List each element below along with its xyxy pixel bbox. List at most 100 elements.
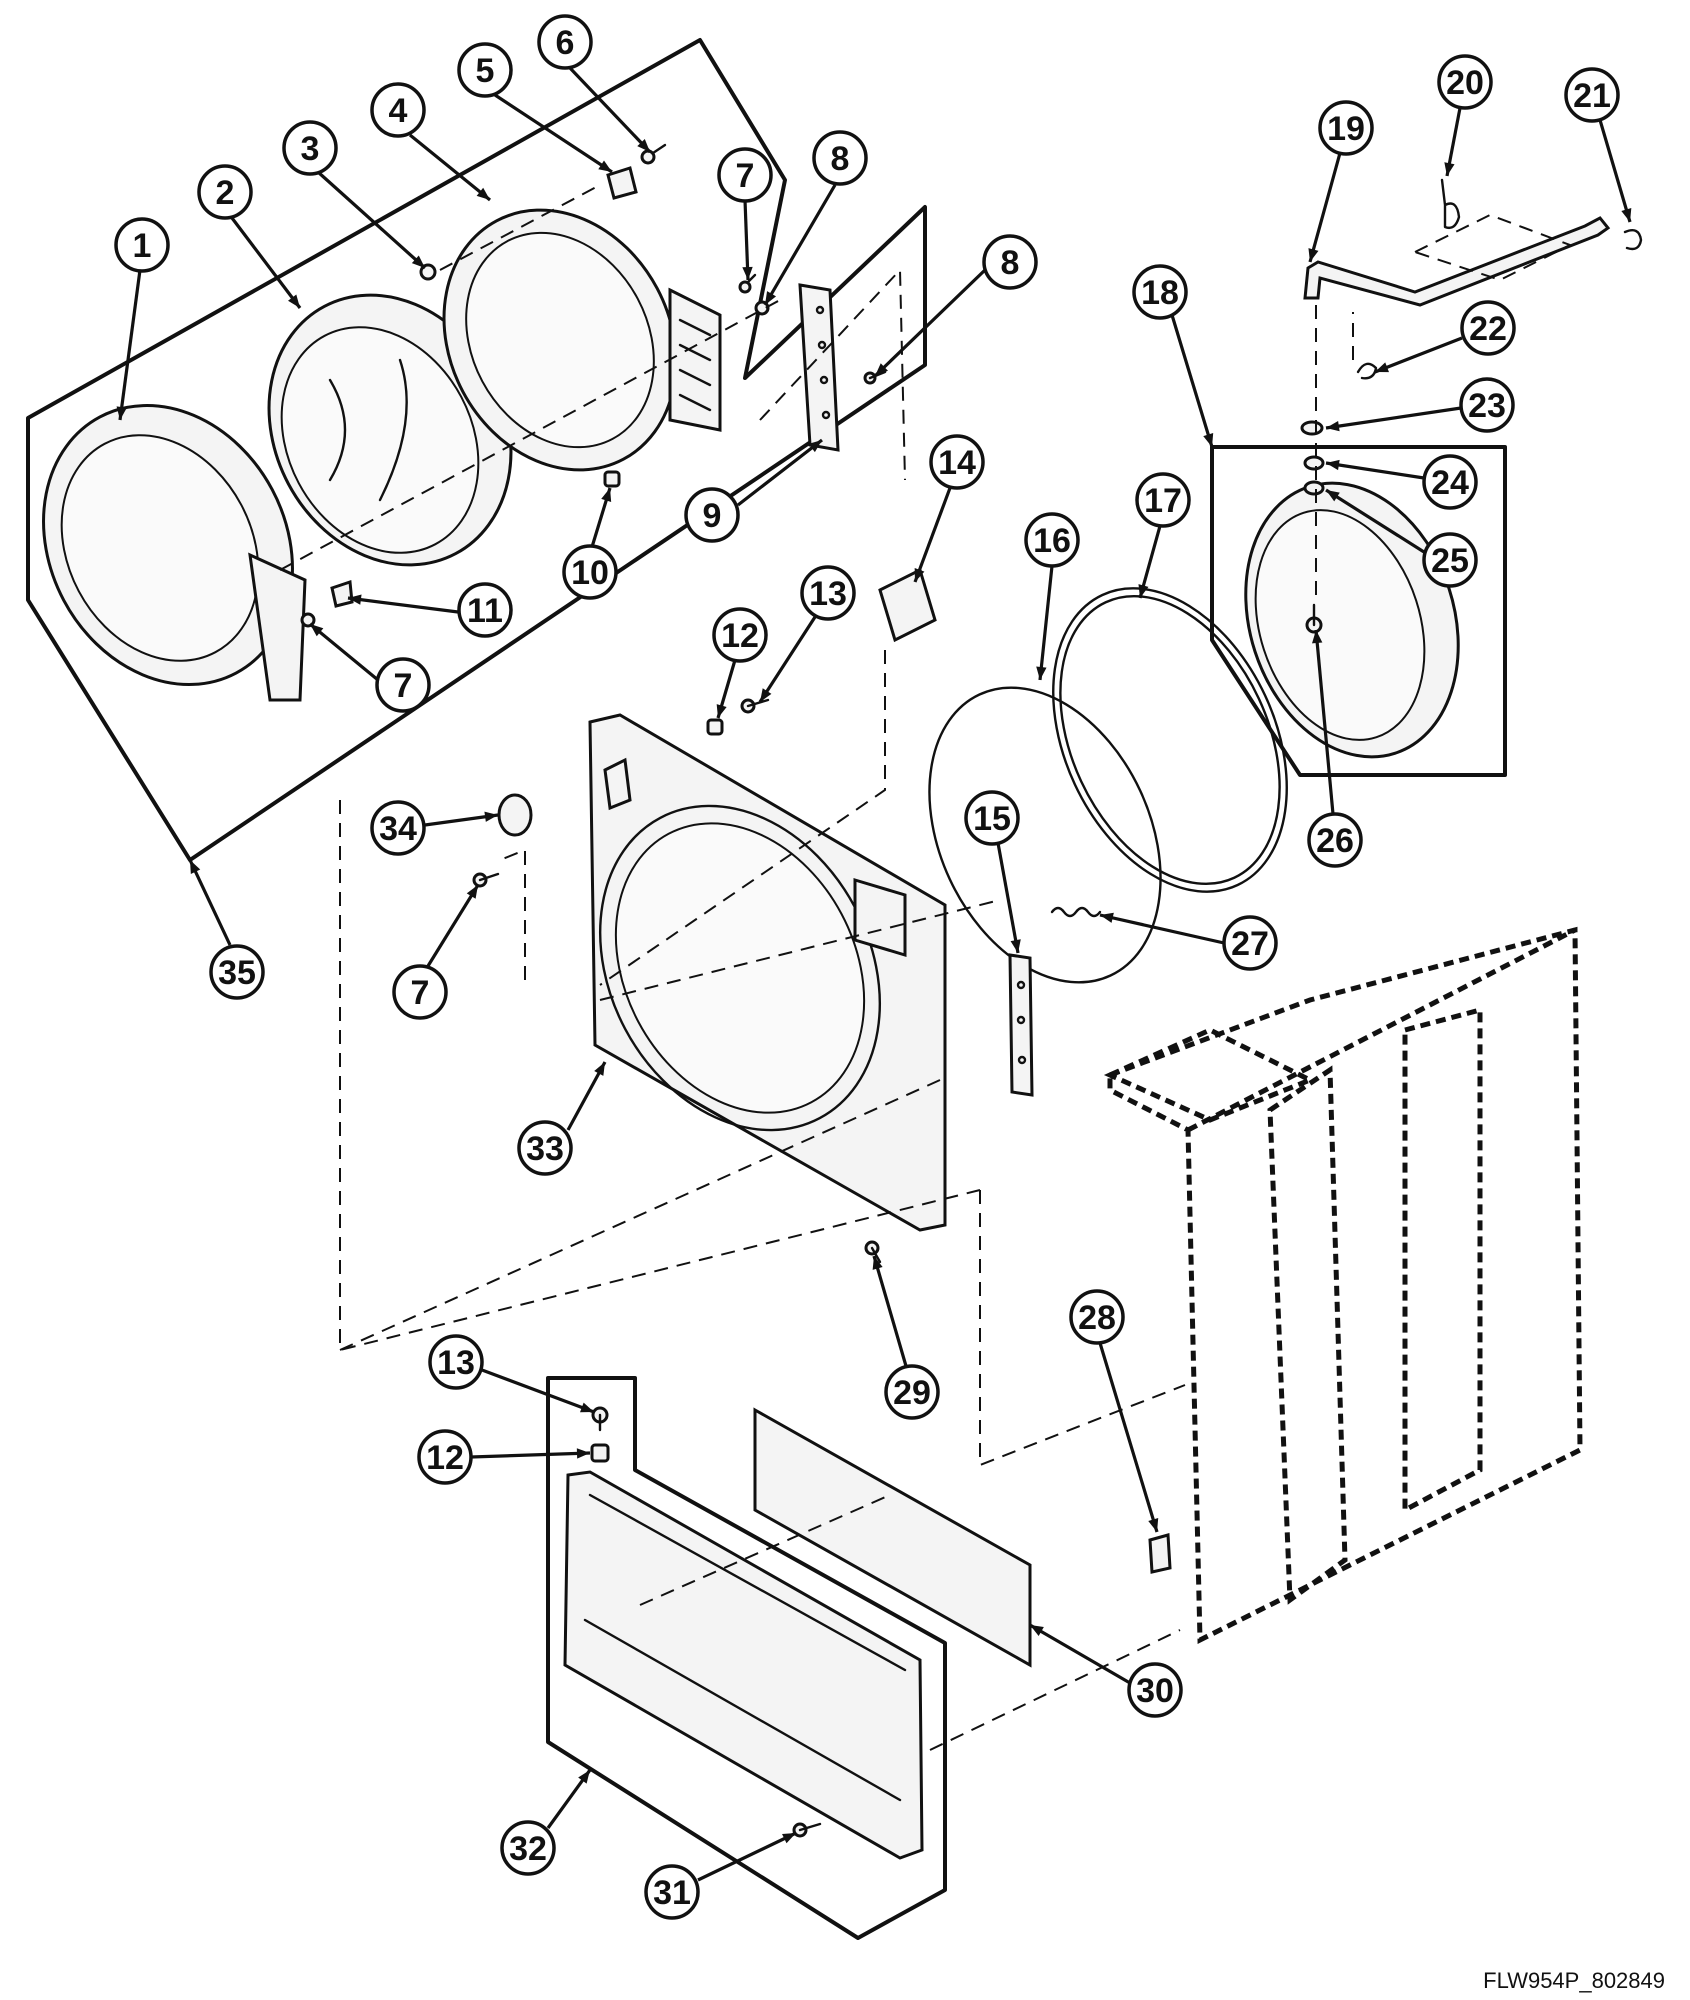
- callout-circle: [370, 82, 426, 138]
- assembly-guide: [279, 299, 781, 571]
- door-trim-ring: [42, 404, 307, 702]
- callout-24: 24: [1422, 454, 1478, 510]
- strike-plate: [1008, 953, 1034, 1097]
- callout-20: 20: [1437, 54, 1493, 110]
- callout-8: 8: [982, 234, 1038, 290]
- callout-circle: [712, 607, 768, 663]
- callout-15: 15: [964, 790, 1020, 846]
- callout-number: 1: [133, 227, 152, 265]
- callout-arrowhead: [288, 294, 300, 308]
- callout-circle: [392, 964, 448, 1020]
- callout-circle: [1422, 532, 1478, 588]
- callout-21: 21: [1564, 67, 1620, 123]
- door-switch-part: [878, 567, 937, 643]
- callout-leader-13: [758, 616, 817, 703]
- callout-circle: [417, 1429, 473, 1485]
- assembly-guide: [759, 267, 906, 481]
- callout-leader-15: [996, 842, 1020, 954]
- callout-circle: [800, 565, 856, 621]
- callout-leader-8: [873, 268, 987, 378]
- callout-number: 21: [1573, 77, 1611, 115]
- callout-circle: [1135, 472, 1191, 528]
- callout-circle: [644, 1864, 700, 1920]
- callout-number: 13: [809, 575, 847, 613]
- callout-number: 33: [526, 1130, 564, 1168]
- callout-leader-9: [737, 438, 823, 507]
- screw-part: [591, 1406, 609, 1432]
- callout-10: 10: [562, 544, 618, 600]
- callout-leader-14: [913, 487, 952, 583]
- callout-18: 18: [1132, 264, 1188, 320]
- tub-bellow: [1244, 481, 1460, 759]
- callout-arrowhead: [411, 255, 425, 268]
- callout-leader-4: [408, 133, 492, 202]
- assembly-guide: [339, 800, 981, 1352]
- callout-arrowhead: [637, 139, 650, 152]
- callout-arrowhead: [716, 704, 727, 718]
- callout-12: 12: [417, 1429, 473, 1485]
- screw-part: [792, 1822, 822, 1838]
- callout-arrowhead: [310, 624, 324, 637]
- callout-17: 17: [1135, 472, 1191, 528]
- callout-circle: [537, 14, 593, 70]
- hose-clamp-part: [1356, 362, 1378, 380]
- callout-7: 7: [375, 657, 431, 713]
- callout-8: 8: [812, 130, 868, 186]
- callout-number: 9: [703, 497, 722, 535]
- callout-circle: [457, 42, 513, 98]
- callout-16: 16: [1024, 512, 1080, 568]
- callout-circle: [1069, 1289, 1125, 1345]
- callout-22: 22: [1460, 300, 1516, 356]
- callout-9: 9: [684, 487, 740, 543]
- callout-leader-24: [1325, 461, 1425, 480]
- callout-leader-27: [1099, 913, 1225, 945]
- callout-arrowhead: [484, 811, 498, 822]
- callout-circle: [500, 1820, 556, 1876]
- callout-leader-3: [316, 170, 427, 270]
- door-assembly-outline: [26, 38, 927, 862]
- screw-part: [640, 143, 667, 165]
- callout-circle: [114, 217, 170, 273]
- callout-number: 4: [389, 92, 408, 130]
- callout-leader-19: [1308, 152, 1342, 263]
- callout-14: 14: [929, 434, 985, 490]
- callout-number: 14: [938, 444, 976, 482]
- callout-leader-7: [426, 884, 480, 967]
- callout-leader-26: [1314, 629, 1335, 815]
- callout-circle: [197, 164, 253, 220]
- callout-arrowhead: [601, 488, 612, 502]
- door-catch-part: [300, 579, 354, 628]
- callout-number: 20: [1446, 64, 1484, 102]
- callout-number: 7: [411, 974, 430, 1012]
- assembly-guide: [929, 1629, 1181, 1751]
- callout-circle: [717, 147, 773, 203]
- callout-leader-35: [188, 859, 232, 946]
- callout-7: 7: [717, 147, 773, 203]
- bracket-part: [1148, 1533, 1172, 1574]
- spacer-part: [590, 1443, 610, 1463]
- callout-circle: [428, 1334, 484, 1390]
- callout-leader-21: [1598, 119, 1632, 223]
- callout-arrowhead: [1326, 490, 1340, 502]
- toe-kick-group-outline: [546, 1376, 947, 1940]
- callout-circle: [1564, 67, 1620, 123]
- callout-circle: [370, 800, 426, 856]
- callout-number: 13: [437, 1344, 475, 1382]
- callout-circle: [1127, 1662, 1183, 1718]
- callout-circle: [1024, 512, 1080, 568]
- callout-circle: [457, 582, 513, 638]
- callout-circle: [1437, 54, 1493, 110]
- callout-12: 12: [712, 607, 768, 663]
- callout-number: 22: [1469, 310, 1507, 348]
- insulation-pad: [753, 1407, 1032, 1668]
- callout-number: 11: [467, 592, 503, 630]
- callout-arrowhead: [760, 688, 772, 702]
- callout-27: 27: [1222, 915, 1278, 971]
- callout-arrowhead: [872, 1256, 883, 1270]
- callout-leader-28: [1098, 1342, 1159, 1533]
- callout-circle: [209, 944, 265, 1000]
- callout-number: 19: [1327, 110, 1365, 148]
- door-hinge: [798, 283, 840, 452]
- callout-number: 5: [476, 52, 495, 90]
